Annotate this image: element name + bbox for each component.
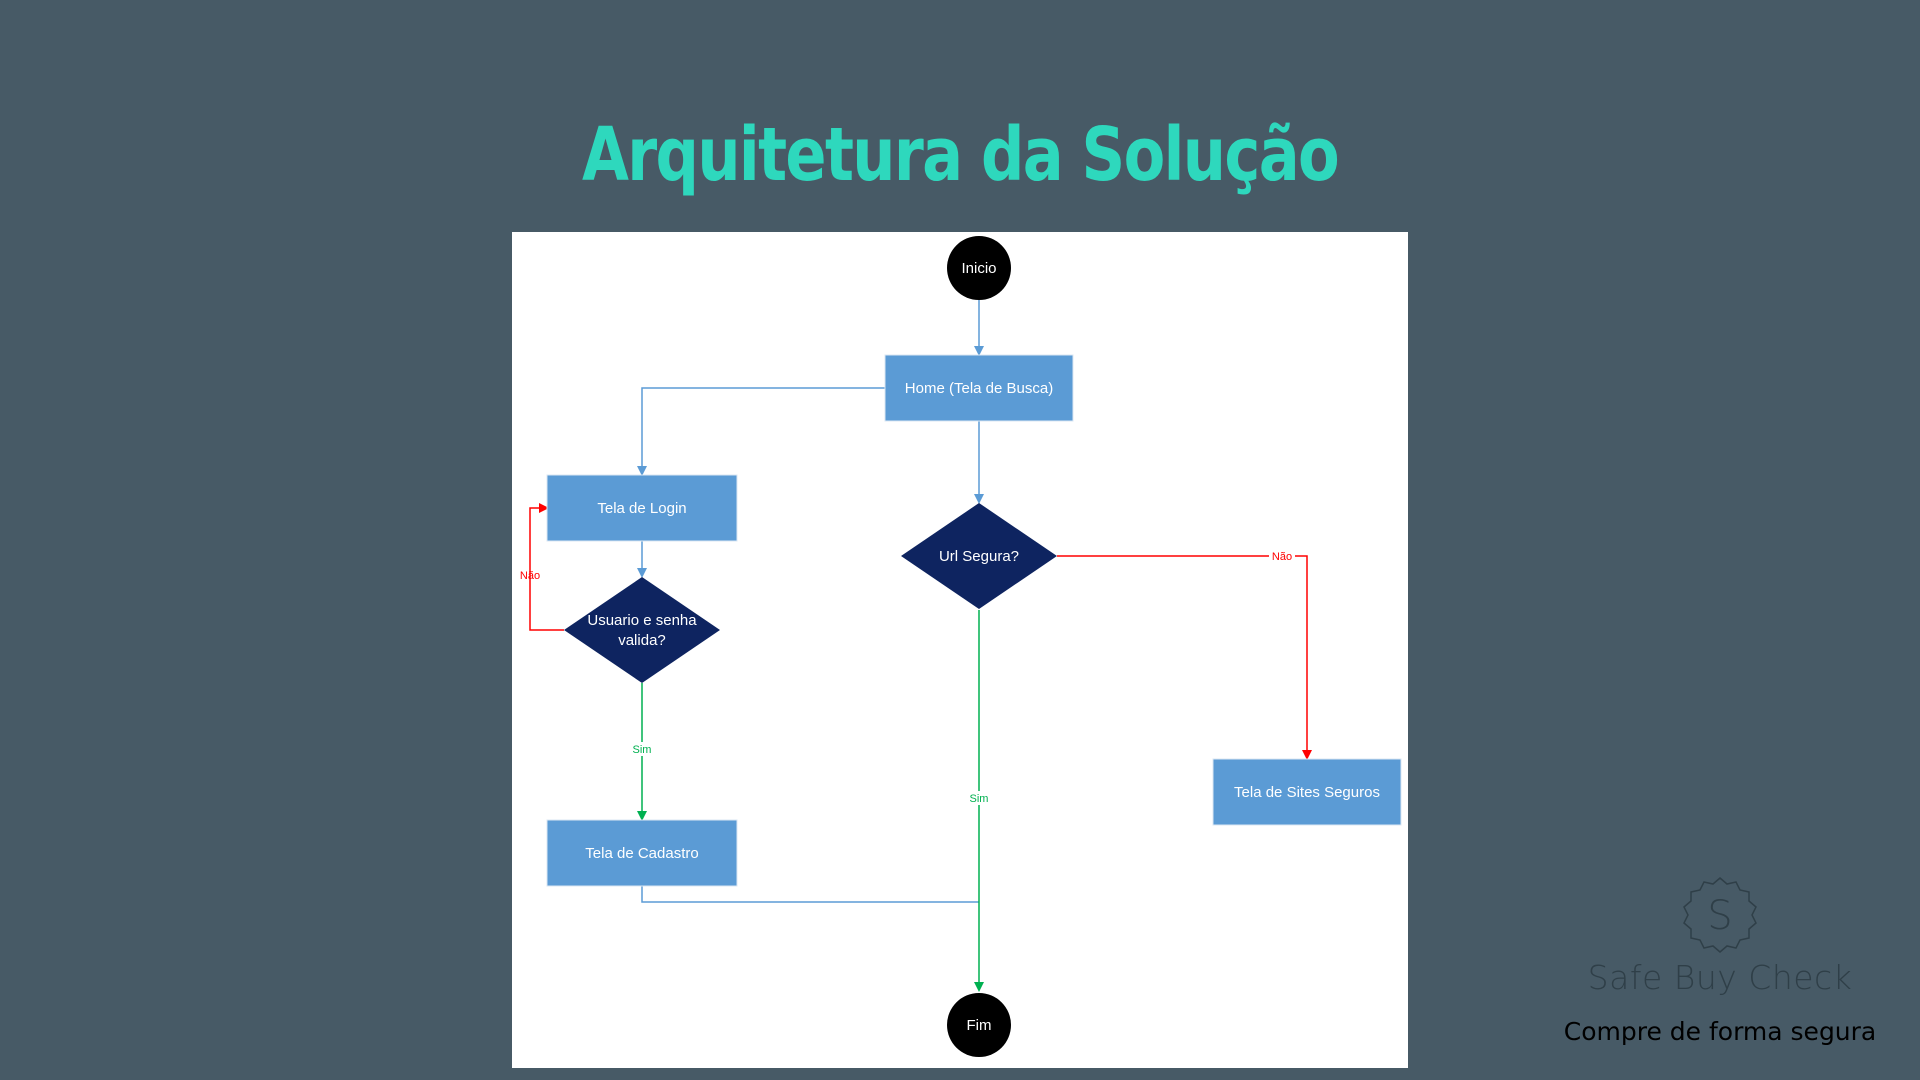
login-node xyxy=(546,474,738,542)
page-title: Arquitetura da Solução xyxy=(581,112,1340,198)
edge-label-login-nao: Não xyxy=(520,570,540,582)
start-node xyxy=(947,236,1011,300)
end-node-label: Fim xyxy=(967,1017,992,1034)
credentials-decision-label-line2: valida? xyxy=(618,632,666,649)
login-node-label: Tela de Login xyxy=(597,500,686,517)
url-decision-node xyxy=(901,503,1057,609)
edge-home-login xyxy=(637,387,885,476)
home-node-label: Home (Tela de Busca) xyxy=(905,380,1053,397)
credentials-decision-label-line1: Usuario e senha xyxy=(587,612,697,629)
edge-label-bg-url-nao xyxy=(1269,549,1295,563)
sites-node-label: Tela de Sites Seguros xyxy=(1234,784,1380,801)
end-node xyxy=(947,993,1011,1057)
cadastro-node-label: Tela de Cadastro xyxy=(585,845,698,862)
edge-label-url-sim: Sim xyxy=(970,793,989,805)
url-decision-label: Url Segura? xyxy=(939,548,1019,565)
seal-badge-icon: S xyxy=(1683,877,1757,953)
credentials-decision-node xyxy=(564,577,720,683)
edge-usuario-nao-login xyxy=(529,503,564,631)
home-node xyxy=(884,354,1074,422)
edge-cadastro-fim xyxy=(641,886,979,903)
flowchart-canvas: Não Sim Não Sim Inicio Home (Tela de Bus… xyxy=(512,232,1408,1068)
start-node-label: Inicio xyxy=(961,260,996,277)
edge-label-bg-url-sim xyxy=(967,791,991,805)
edge-label-url-nao: Não xyxy=(1272,551,1292,563)
brand-logo: S Safe Buy Check Compre de forma segura xyxy=(1540,870,1900,1050)
edge-url-nao-sites xyxy=(1057,555,1312,760)
brand-name: Safe Buy Check xyxy=(1587,958,1853,997)
edge-label-login-sim: Sim xyxy=(633,744,652,756)
brand-tagline: Compre de forma segura xyxy=(1563,1017,1877,1046)
flowchart-diagram: Não Sim Não Sim Inicio Home (Tela de Bus… xyxy=(520,236,1402,1057)
cadastro-node xyxy=(546,819,738,887)
sites-node xyxy=(1212,758,1402,826)
edge-label-bg-login-sim xyxy=(630,742,654,756)
seal-badge-letter: S xyxy=(1707,893,1732,939)
